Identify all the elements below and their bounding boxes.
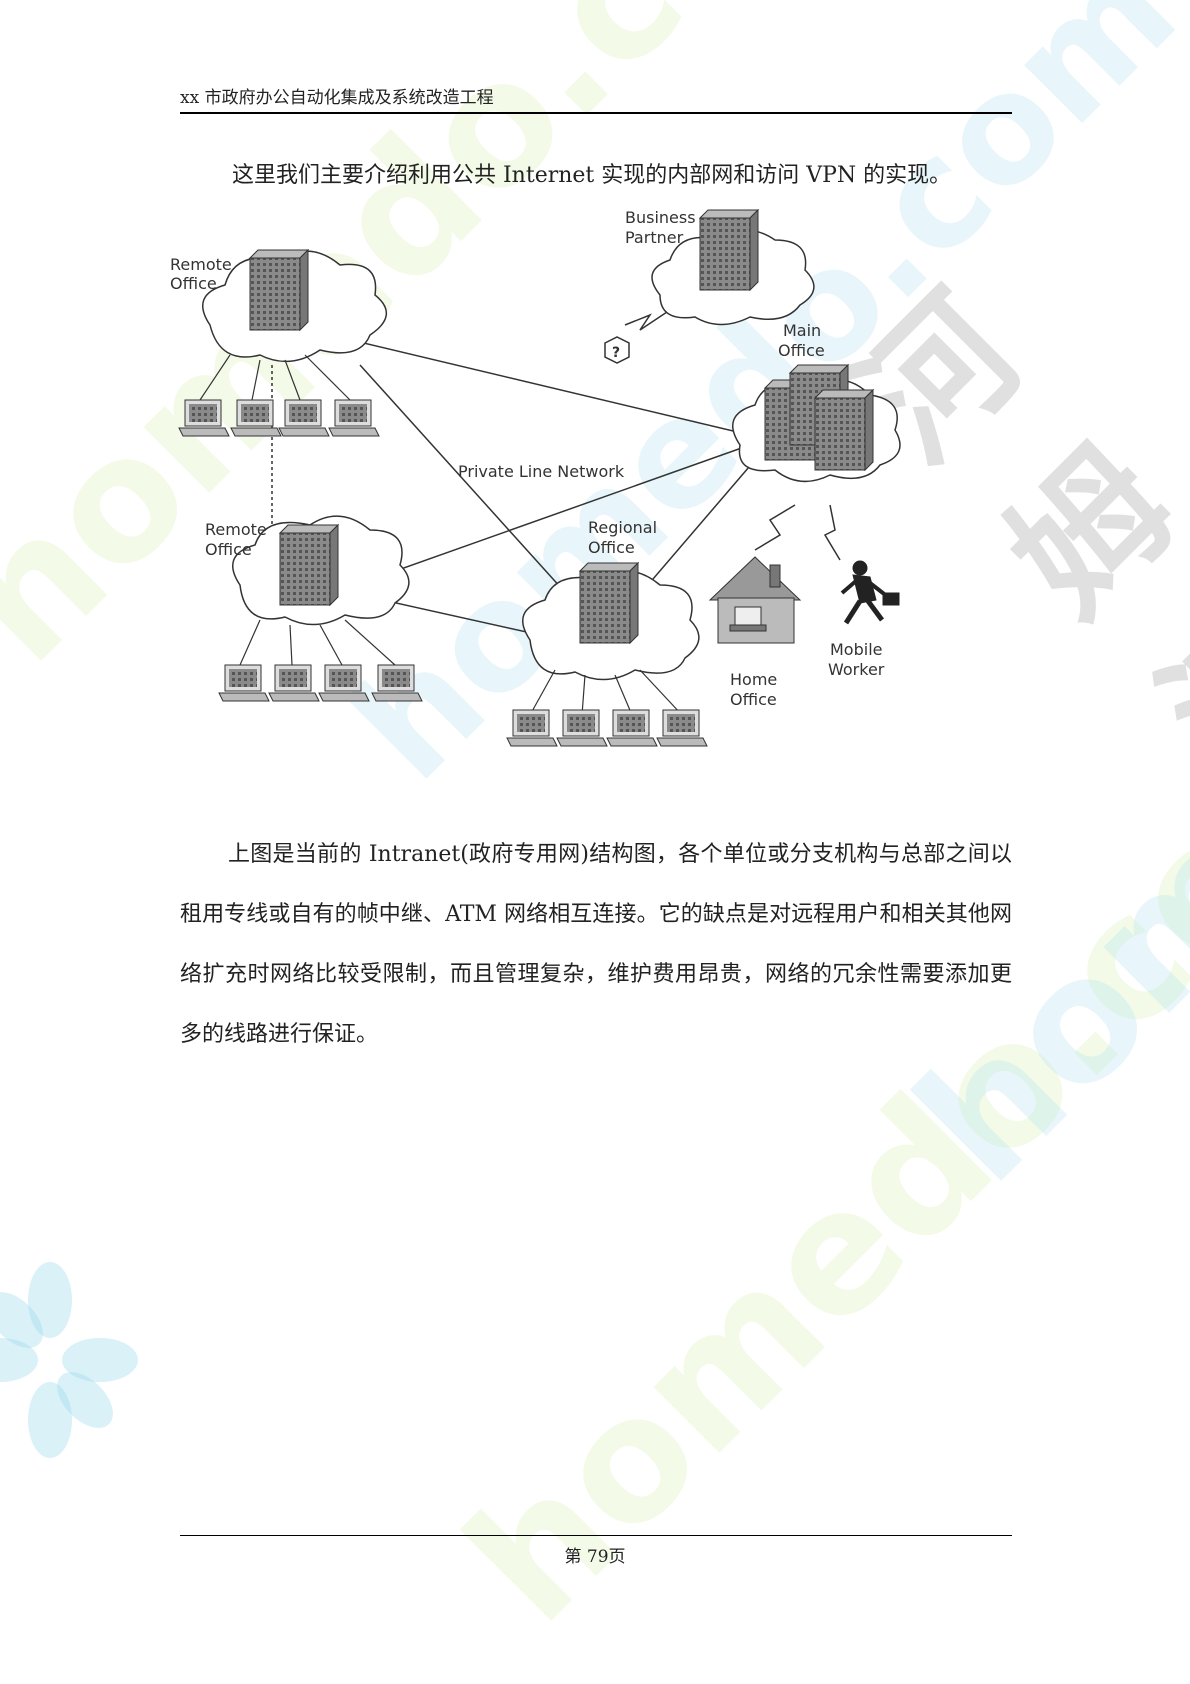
label-business-partner: Business bbox=[625, 208, 696, 227]
page-header: xx 市政府办公自动化集成及系统改造工程 bbox=[180, 82, 1012, 114]
svg-text:Worker: Worker bbox=[828, 660, 885, 679]
watermark-flower-logo bbox=[0, 1262, 138, 1458]
label-regional-office: Regional bbox=[588, 518, 657, 537]
svg-text:Office: Office bbox=[170, 274, 217, 293]
svg-text:Office: Office bbox=[205, 540, 252, 559]
label-private-line-network: Private Line Network bbox=[458, 462, 625, 481]
header-title: xx 市政府办公自动化集成及系统改造工程 bbox=[180, 88, 494, 108]
svg-text:?: ? bbox=[612, 345, 620, 361]
svg-text:Office: Office bbox=[730, 690, 777, 709]
svg-text:Office: Office bbox=[778, 341, 825, 360]
network-diagram: Remote Office Business Partner ? Main Of… bbox=[170, 208, 901, 747]
page-number: 第 79页 bbox=[564, 1547, 626, 1567]
mobile-worker-icon bbox=[840, 560, 900, 625]
unknown-node-icon bbox=[604, 336, 630, 364]
label-remote-office-left: Remote bbox=[205, 520, 267, 539]
footer-divider bbox=[180, 1535, 1012, 1536]
body-paragraph: 上图是当前的 Intranet(政府专用网)结构图，各个单位或分支机构与总部之间… bbox=[180, 842, 1012, 1047]
svg-text:Office: Office bbox=[588, 538, 635, 557]
label-mobile-worker: Mobile bbox=[830, 640, 882, 659]
label-home-office: Home bbox=[730, 670, 777, 689]
label-remote-office-top: Remote bbox=[170, 255, 232, 274]
label-main-office: Main bbox=[783, 321, 821, 340]
home-office-icon bbox=[708, 556, 802, 644]
intro-paragraph: 这里我们主要介绍利用公共 Internet 实现的内部网和访问 VPN 的实现。 bbox=[232, 163, 952, 188]
svg-text:Partner: Partner bbox=[625, 228, 684, 247]
